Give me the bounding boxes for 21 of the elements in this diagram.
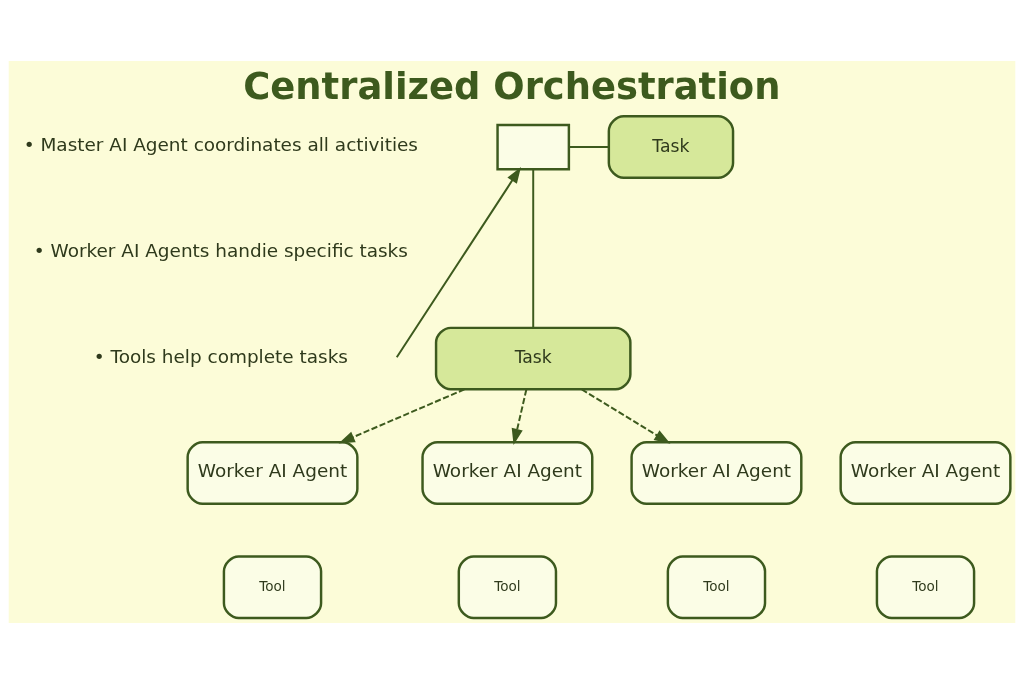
label: • Master AI Agent coordinates all activities bbox=[23, 133, 418, 155]
diagram-title: Centralized Orchestration bbox=[243, 64, 781, 108]
label: • Worker AI Agents handie specific tasks bbox=[33, 239, 408, 261]
node-box: Worker AI Agent bbox=[839, 440, 1012, 505]
node-box bbox=[496, 123, 571, 170]
arrow bbox=[511, 388, 528, 445]
connector bbox=[568, 145, 610, 148]
connector bbox=[532, 168, 535, 329]
node-box: Tool bbox=[457, 554, 558, 619]
node-box: Task bbox=[607, 114, 735, 179]
arrow bbox=[580, 388, 671, 444]
node-box: Task bbox=[434, 326, 632, 391]
arrow bbox=[338, 387, 466, 443]
node-box: Worker AI Agent bbox=[630, 440, 803, 505]
label: • Tools help complete tasks bbox=[93, 345, 348, 367]
node-box: Tool bbox=[222, 554, 323, 619]
node-box: Tool bbox=[875, 554, 976, 619]
node-box: Tool bbox=[666, 554, 767, 619]
node-box: Worker AI Agent bbox=[186, 440, 359, 505]
node-box: Worker AI Agent bbox=[421, 440, 594, 505]
arrow bbox=[395, 166, 521, 358]
